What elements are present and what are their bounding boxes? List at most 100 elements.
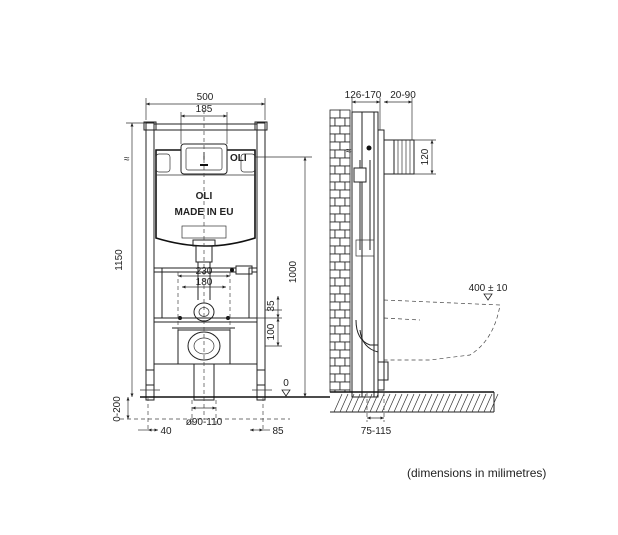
hatch-line: [447, 393, 457, 413]
brick: [329, 373, 336, 383]
brick: [344, 197, 351, 207]
dim-180: 180: [196, 277, 213, 288]
wave-icon: ≈: [124, 154, 130, 165]
brick: [329, 269, 341, 279]
brick: [344, 309, 351, 319]
bowl-level-marker-icon: [483, 293, 493, 301]
dim-1000: 1000: [288, 260, 299, 283]
brick: [334, 341, 346, 351]
brick: [344, 341, 351, 351]
hatch-line: [351, 393, 361, 413]
frame-right-upright: [256, 122, 266, 386]
waste-outlet: [187, 331, 221, 361]
hatch-line: [477, 393, 487, 413]
toilet-bowl-outline: [383, 299, 501, 361]
brick: [339, 317, 351, 327]
dim-230: 230: [196, 266, 213, 277]
hatch-line: [453, 393, 463, 413]
brick: [329, 285, 341, 295]
dim-100: 100: [266, 323, 277, 340]
water-connector: [235, 265, 253, 275]
brick: [339, 157, 351, 167]
brick: [329, 133, 336, 143]
hatch-line: [381, 393, 391, 413]
brick: [329, 301, 341, 311]
brick: [329, 173, 341, 183]
side-view: ≈ 126-170 20-: [329, 90, 508, 437]
hatch-line: [417, 393, 427, 413]
brick: [329, 253, 341, 263]
brick: [339, 301, 351, 311]
brick: [339, 237, 351, 247]
hatch-line: [387, 393, 397, 413]
brick: [344, 261, 351, 271]
hatch-line: [429, 393, 439, 413]
side-valve: [353, 167, 367, 183]
brick: [344, 245, 351, 255]
brick: [334, 149, 346, 159]
floor-hatching: [333, 393, 499, 413]
brick: [339, 381, 351, 391]
brick: [344, 165, 351, 175]
brick: [329, 293, 336, 303]
brick: [329, 325, 336, 335]
brick: [329, 381, 341, 391]
brick: [344, 213, 351, 223]
hatch-line: [375, 393, 385, 413]
brick: [329, 157, 341, 167]
dim-120: 120: [420, 148, 431, 165]
hatch-line: [471, 393, 481, 413]
brick: [334, 373, 346, 383]
brick: [334, 357, 346, 367]
hatch-line: [345, 393, 355, 413]
brick: [334, 229, 346, 239]
brick: [329, 317, 341, 327]
hatch-line: [339, 393, 349, 413]
logo-origin: MADE IN EU: [175, 207, 234, 218]
brick: [329, 125, 341, 135]
hatch-line: [393, 393, 403, 413]
brick: [329, 277, 336, 287]
brick: [344, 357, 351, 367]
dim-40: 40: [160, 426, 172, 437]
dim-1150: 1150: [114, 249, 125, 271]
hatch-line: [357, 393, 367, 413]
brick: [339, 285, 351, 295]
hatch-line: [489, 393, 499, 413]
level-marker-icon: [281, 389, 291, 397]
brick: [329, 333, 341, 343]
hatch-line: [441, 393, 451, 413]
brick: [334, 213, 346, 223]
brick: [329, 245, 336, 255]
hatch-line: [399, 393, 409, 413]
plate-brand-mark: OLI: [230, 153, 247, 164]
dim-pipe-diameter: ø90-110: [186, 417, 223, 428]
brick: [344, 229, 351, 239]
brick: [339, 269, 351, 279]
brick: [339, 365, 351, 375]
hatch-line: [423, 393, 433, 413]
dim-126-170: 126-170: [345, 90, 382, 101]
dim-75-115: 75-115: [361, 426, 392, 437]
hatch-line: [333, 393, 343, 413]
side-wave-icon: ≈: [346, 146, 352, 157]
brick: [329, 221, 341, 231]
brick: [329, 109, 341, 119]
dim-zero: 0: [283, 378, 289, 389]
brick: [344, 325, 351, 335]
brick: [329, 365, 341, 375]
hatch-line: [369, 393, 379, 413]
brick: [334, 133, 346, 143]
dim-0-200: 0-200: [112, 396, 123, 422]
brick: [334, 165, 346, 175]
brick-wall: [329, 109, 351, 393]
dim-20-90: 20-90: [390, 90, 416, 101]
brick: [339, 125, 351, 135]
brick: [329, 357, 336, 367]
frame-left-upright: [145, 122, 155, 386]
brick: [329, 181, 336, 191]
dim-400: 400 ± 10: [469, 283, 508, 294]
brick: [344, 133, 351, 143]
brick: [344, 293, 351, 303]
brick: [344, 277, 351, 287]
